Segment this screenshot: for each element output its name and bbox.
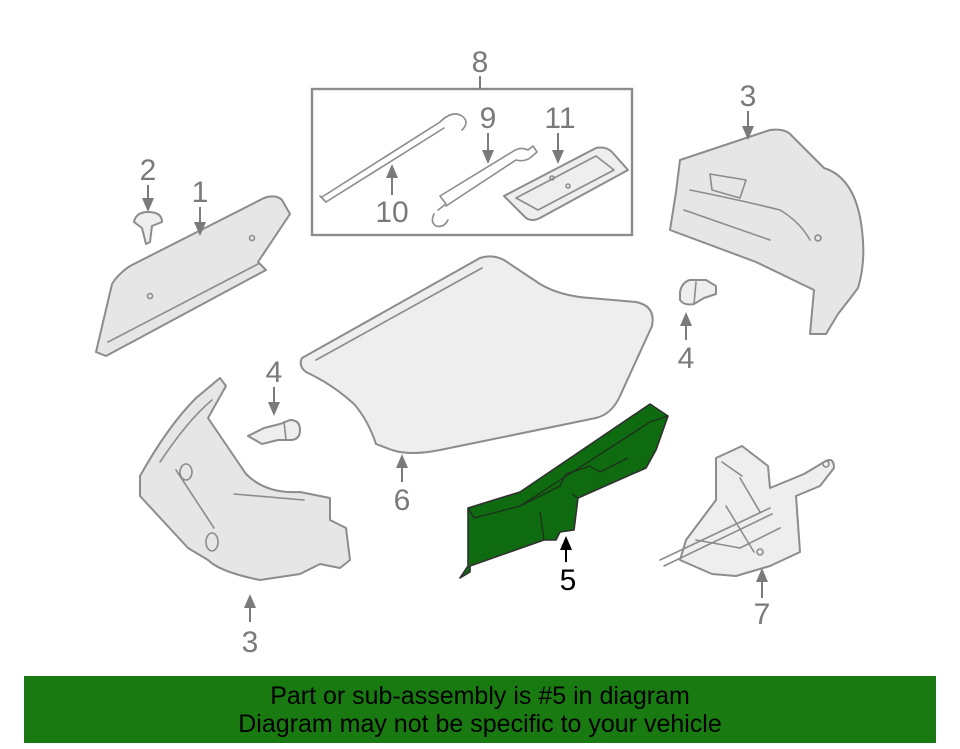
part-4-fastener-right	[679, 279, 717, 306]
callout-1: 1	[192, 176, 209, 236]
info-banner: Part or sub-assembly is #5 in diagram Di…	[24, 676, 936, 743]
callout-7-label: 7	[754, 598, 771, 631]
callout-11-label: 11	[544, 102, 575, 135]
callout-9-label: 9	[480, 102, 497, 135]
callout-6: 6	[394, 454, 411, 517]
callout-3-top: 3	[740, 80, 757, 140]
part-6-trunk-floor-mat	[299, 255, 654, 454]
callout-5-label: 5	[560, 564, 577, 597]
callout-10: 10	[375, 164, 409, 229]
callout-4-right: 4	[678, 312, 695, 375]
part-10-jack-handle	[319, 113, 467, 203]
callout-2: 2	[140, 154, 157, 212]
part-3-right-trunk-trim	[669, 128, 865, 335]
callout-2-label: 2	[140, 154, 157, 187]
callout-7: 7	[754, 568, 771, 631]
part-2-clip	[133, 211, 163, 245]
callout-4-right-label: 4	[678, 342, 695, 375]
banner-line-1: Part or sub-assembly is #5 in diagram	[270, 681, 690, 710]
callout-8: 8	[472, 46, 489, 89]
callout-9: 9	[480, 102, 497, 164]
callout-10-label: 10	[375, 196, 408, 229]
callout-11: 11	[544, 102, 576, 164]
part-9-lug-wrench	[431, 145, 538, 228]
part-1-side-trim-panel	[95, 195, 291, 357]
callout-4-left-label: 4	[266, 356, 283, 389]
callout-3-top-label: 3	[740, 80, 757, 113]
part-7-scissor-jack	[659, 445, 835, 577]
callout-6-label: 6	[394, 484, 411, 517]
part-4-fastener-left	[247, 419, 301, 445]
callout-4-left: 4	[266, 356, 283, 416]
callout-5: 5	[560, 536, 577, 597]
callout-3-bottom-label: 3	[242, 626, 259, 659]
part-3-left-trunk-trim	[139, 377, 351, 581]
part-11-tool-bag	[503, 146, 629, 221]
callout-1-label: 1	[192, 176, 209, 209]
callout-8-label: 8	[472, 46, 489, 79]
part-5-highlighted-trim	[459, 403, 669, 579]
callout-3-bottom: 3	[242, 594, 259, 659]
banner-line-2: Diagram may not be specific to your vehi…	[238, 709, 722, 738]
